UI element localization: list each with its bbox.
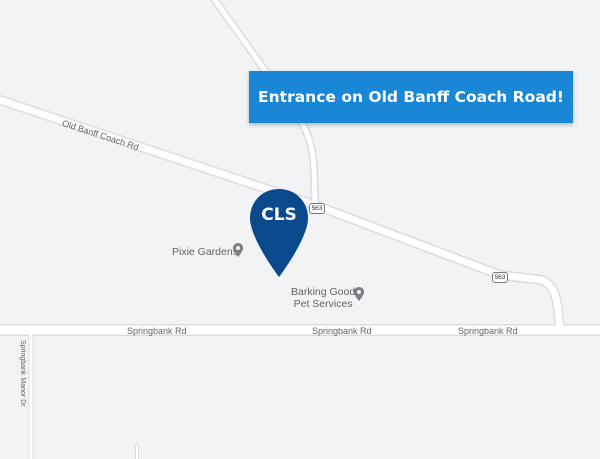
road-label-springbank: Springbank Rd [312, 326, 372, 336]
road-label-springbank: Springbank Rd [127, 326, 187, 336]
marker-label: CLS [261, 205, 297, 225]
poi-label-line: Pet Services [293, 298, 353, 310]
road-label-springbank-manor: Springbank Manor Dr [19, 340, 26, 407]
poi-label-barking-good[interactable]: Barking Good Pet Services [291, 286, 355, 310]
map-pin-icon[interactable] [248, 187, 310, 279]
entrance-callout: Entrance on Old Banff Coach Road! [249, 71, 573, 123]
place-pin-icon[interactable] [354, 287, 364, 301]
highway-shield-563: 563 [492, 272, 508, 283]
place-pin-icon[interactable] [233, 243, 243, 257]
highway-shield-563: 563 [309, 203, 325, 214]
road-label-springbank: Springbank Rd [458, 326, 518, 336]
poi-label-pixie-gardens[interactable]: Pixie Gardens [172, 246, 238, 258]
poi-label-line: Barking Good [291, 286, 356, 298]
